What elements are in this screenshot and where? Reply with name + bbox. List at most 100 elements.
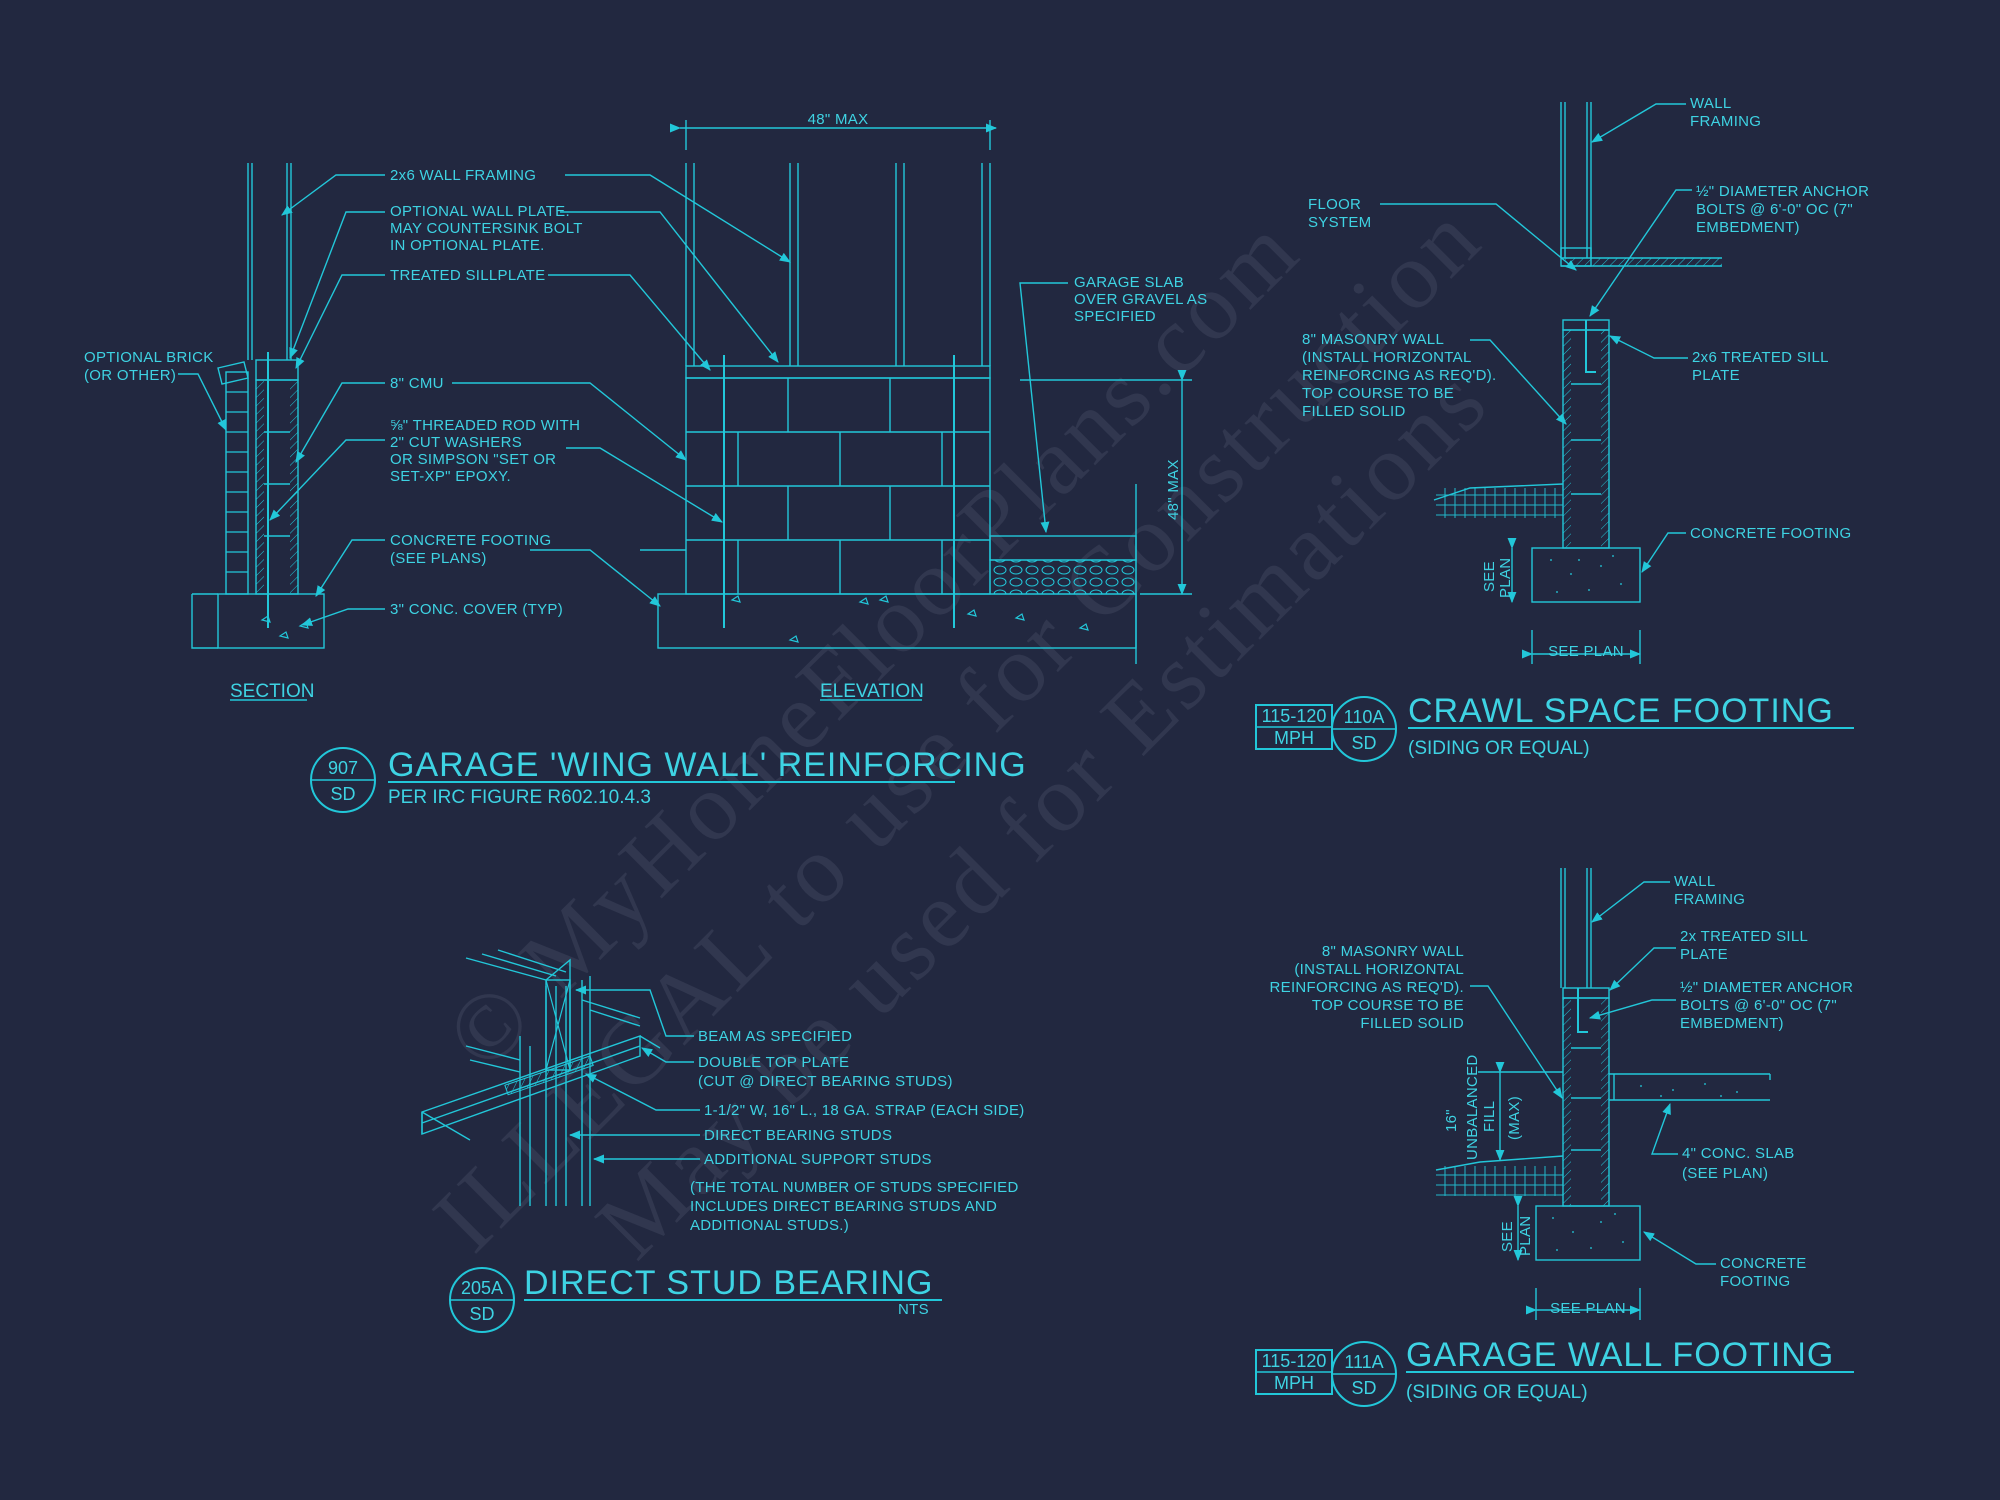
note-optional-brick-2: (OR OTHER) — [84, 367, 176, 384]
note-garage-slab-2: OVER GRAVEL AS — [1074, 291, 1207, 308]
note-110a-masonry-3: REINFORCING AS REQ'D). — [1302, 367, 1496, 384]
see-plan-vertical-110a-1: SEE — [1481, 561, 1498, 592]
detail-110a-title-block: 115-120 MPH 110A SD CRAWL SPACE FOOTING … — [1255, 692, 1854, 762]
note-111a-sill-2: PLATE — [1680, 946, 1728, 963]
note-110a-floor-system-1: FLOOR — [1308, 196, 1361, 213]
note-205a-direct-studs: DIRECT BEARING STUDS — [704, 1127, 892, 1144]
unbalanced-fill-1: 16" — [1443, 1109, 1460, 1132]
note-110a-wall-framing-2: FRAMING — [1690, 113, 1761, 130]
detail-205a-title-block: 205A SD DIRECT STUD BEARING NTS — [449, 1264, 942, 1333]
note-110a-floor-system-2: SYSTEM — [1308, 214, 1371, 231]
note-threaded-rod-4: SET-XP" EPOXY. — [390, 468, 511, 485]
note-110a-masonry-2: (INSTALL HORIZONTAL — [1302, 349, 1472, 366]
note-111a-footing-2: FOOTING — [1720, 1273, 1790, 1290]
unbalanced-fill-2: UNBALANCED — [1464, 1054, 1481, 1160]
note-205a-total-1: (THE TOTAL NUMBER OF STUDS SPECIFIED — [690, 1179, 1019, 1196]
note-concrete-footing-2: (SEE PLANS) — [390, 550, 487, 567]
watermark: © MyHomeFloorPlans.com ILLEGAL to use fo… — [413, 183, 1508, 1278]
note-205a-strap: 1-1/2" W, 16" L., 18 GA. STRAP (EACH SID… — [704, 1102, 1025, 1119]
bubble-907-number: 907 — [328, 758, 358, 778]
scale-nts: NTS — [898, 1301, 929, 1318]
note-205a-beam: BEAM AS SPECIFIED — [698, 1028, 852, 1045]
see-plan-vertical-111a-2: PLAN — [1517, 1216, 1534, 1256]
title-direct-stud-bearing: DIRECT STUD BEARING — [524, 1264, 933, 1302]
bubble-111a-sheet: SD — [1351, 1378, 1376, 1398]
note-110a-anchor-2: BOLTS @ 6'-0" OC (7" — [1696, 201, 1853, 218]
note-110a-masonry-5: FILLED SOLID — [1302, 403, 1406, 420]
note-205a-top-plate-2: (CUT @ DIRECT BEARING STUDS) — [698, 1073, 953, 1090]
bubble-205a-number: 205A — [461, 1278, 503, 1298]
note-111a-anchor-1: ½" DIAMETER ANCHOR — [1680, 979, 1853, 996]
subtitle-110a: (SIDING OR EQUAL) — [1408, 738, 1590, 759]
see-plan-horizontal-110a: SEE PLAN — [1548, 643, 1624, 660]
note-optional-plate-1: OPTIONAL WALL PLATE. — [390, 203, 570, 220]
detail-111a-drawing: 16" UNBALANCED FILL (MAX) SEE PLAN SEE P… — [1435, 868, 1771, 1320]
note-2x6-wall-framing: 2x6 WALL FRAMING — [390, 167, 536, 184]
wind-speed-unit-111a: MPH — [1274, 1373, 1314, 1393]
note-111a-anchor-2: BOLTS @ 6'-0" OC (7" — [1680, 997, 1837, 1014]
wind-speed-unit-110a: MPH — [1274, 728, 1314, 748]
elevation-label: ELEVATION — [820, 681, 924, 702]
subtitle-111a: (SIDING OR EQUAL) — [1406, 1382, 1588, 1403]
unbalanced-fill-4: (MAX) — [1506, 1096, 1523, 1140]
bubble-907-sheet: SD — [330, 784, 355, 804]
note-110a-anchor-3: EMBEDMENT) — [1696, 219, 1800, 236]
note-threaded-rod-2: 2" CUT WASHERS — [390, 434, 522, 451]
note-treated-sillplate: TREATED SILLPLATE — [390, 267, 545, 284]
detail-110a-notes: WALL FRAMING ½" DIAMETER ANCHOR BOLTS @ … — [1302, 95, 1869, 573]
note-optional-brick-1: OPTIONAL BRICK — [84, 349, 214, 366]
see-plan-vertical-110a-2: PLAN — [1497, 558, 1514, 598]
detail-205a-notes: BEAM AS SPECIFIED DOUBLE TOP PLATE (CUT … — [568, 985, 1025, 1234]
note-110a-sill-2: PLATE — [1692, 367, 1740, 384]
bubble-111a-number: 111A — [1344, 1352, 1383, 1372]
note-optional-plate-3: IN OPTIONAL PLATE. — [390, 237, 545, 254]
dim-48-max-top: 48" MAX — [808, 111, 869, 128]
see-plan-vertical-111a-1: SEE — [1499, 1221, 1516, 1252]
title-garage-wall-footing: GARAGE WALL FOOTING — [1406, 1336, 1834, 1374]
note-110a-concrete-footing: CONCRETE FOOTING — [1690, 525, 1851, 542]
note-111a-masonry-5: FILLED SOLID — [1360, 1015, 1464, 1032]
dim-48-max-side: 48" MAX — [1165, 459, 1182, 520]
note-111a-wall-framing-1: WALL — [1674, 873, 1716, 890]
note-110a-masonry-1: 8" MASONRY WALL — [1302, 331, 1444, 348]
note-110a-wall-framing-1: WALL — [1690, 95, 1732, 112]
bubble-110a-number: 110A — [1344, 707, 1385, 727]
note-111a-footing-1: CONCRETE — [1720, 1255, 1807, 1272]
note-111a-sill-1: 2x TREATED SILL — [1680, 928, 1808, 945]
note-111a-slab-2: (SEE PLAN) — [1682, 1165, 1768, 1182]
detail-111a-title-block: 115-120 MPH 111A SD GARAGE WALL FOOTING … — [1255, 1336, 1854, 1407]
note-garage-slab-1: GARAGE SLAB — [1074, 274, 1184, 291]
bubble-110a-sheet: SD — [1351, 733, 1376, 753]
detail-907-elevation: 48" MAX 48" MAX ELEVATION — [657, 111, 1192, 702]
note-8-cmu: 8" CMU — [390, 375, 444, 392]
title-crawl-space-footing: CRAWL SPACE FOOTING — [1408, 692, 1834, 730]
detail-907-notes: 2x6 WALL FRAMING OPTIONAL WALL PLATE. MA… — [84, 167, 1207, 626]
detail-205a-drawing — [421, 949, 661, 1206]
note-optional-plate-2: MAY COUNTERSINK BOLT — [390, 220, 583, 237]
unbalanced-fill-3: FILL — [1481, 1101, 1498, 1132]
note-111a-wall-framing-2: FRAMING — [1674, 891, 1745, 908]
section-label: SECTION — [230, 681, 314, 702]
note-concrete-footing-1: CONCRETE FOOTING — [390, 532, 551, 549]
note-205a-support-studs: ADDITIONAL SUPPORT STUDS — [704, 1151, 932, 1168]
note-111a-masonry-4: TOP COURSE TO BE — [1312, 997, 1464, 1014]
note-110a-masonry-4: TOP COURSE TO BE — [1302, 385, 1454, 402]
note-110a-anchor-1: ½" DIAMETER ANCHOR — [1696, 183, 1869, 200]
note-111a-slab-1: 4" CONC. SLAB — [1682, 1145, 1795, 1162]
note-111a-anchor-3: EMBEDMENT) — [1680, 1015, 1784, 1032]
detail-907-section: SECTION — [191, 163, 325, 702]
subtitle-irc-figure: PER IRC FIGURE R602.10.4.3 — [388, 787, 651, 808]
note-garage-slab-3: SPECIFIED — [1074, 308, 1156, 325]
note-110a-sill-1: 2x6 TREATED SILL — [1692, 349, 1829, 366]
see-plan-horizontal-111a: SEE PLAN — [1550, 1300, 1626, 1317]
note-111a-masonry-1: 8" MASONRY WALL — [1322, 943, 1464, 960]
note-205a-top-plate-1: DOUBLE TOP PLATE — [698, 1054, 849, 1071]
note-205a-total-2: INCLUDES DIRECT BEARING STUDS AND — [690, 1198, 997, 1215]
note-111a-masonry-3: REINFORCING AS REQ'D). — [1270, 979, 1464, 996]
detail-110a-drawing: SEE PLAN SEE PLAN — [1433, 102, 1722, 664]
note-111a-masonry-2: (INSTALL HORIZONTAL — [1294, 961, 1464, 978]
bubble-205a-sheet: SD — [469, 1304, 494, 1324]
note-205a-total-3: ADDITIONAL STUDS.) — [690, 1217, 849, 1234]
